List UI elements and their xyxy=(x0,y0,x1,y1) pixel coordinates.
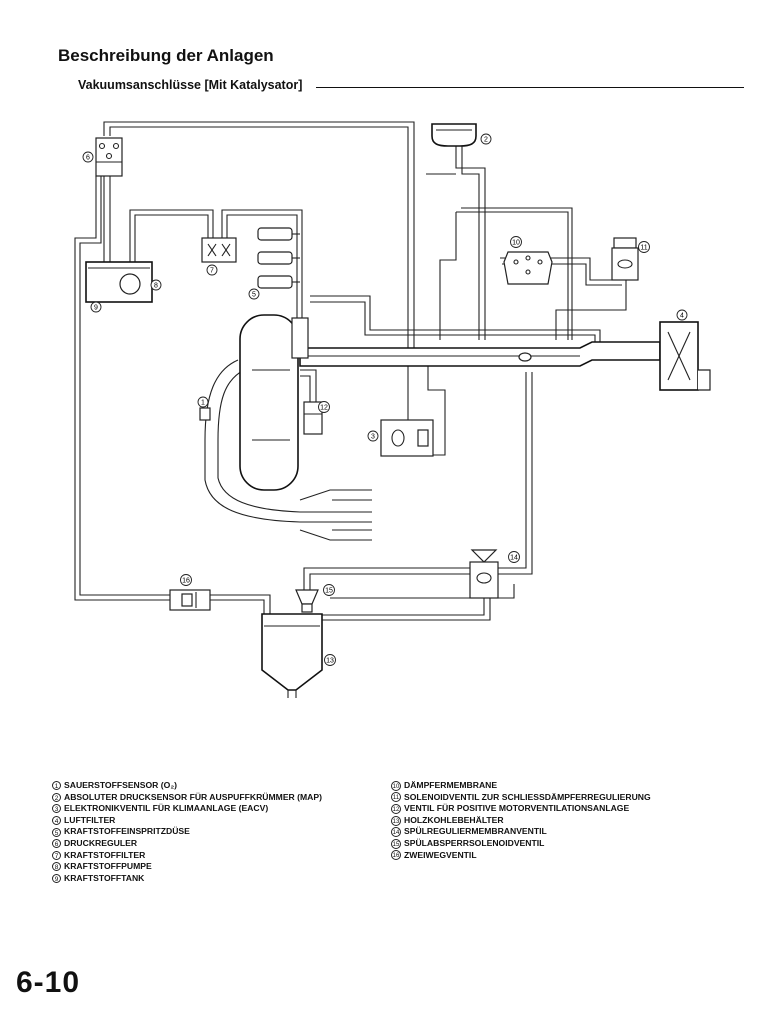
legend-text: ELEKTRONIKVENTIL FÜR KLIMAANLAGE (EACV) xyxy=(64,803,269,814)
legend-text: DÄMPFERMEMBRANE xyxy=(404,780,498,790)
legend-number: 4 xyxy=(52,816,61,826)
legend-number: 11 xyxy=(391,792,401,803)
engine-block xyxy=(239,314,299,491)
legend-number: 5 xyxy=(52,827,61,837)
legend-text: SPÜLABSPERRSOLENOIDVENTIL xyxy=(404,837,545,848)
legend-text: KRAFTSTOFFEINSPRITZDÜSE xyxy=(64,826,190,837)
legend-number: 6 xyxy=(52,839,61,849)
map-sensor xyxy=(431,123,477,147)
pressure-regulator xyxy=(95,137,123,177)
intake-duct xyxy=(299,321,711,391)
legend-number: 16 xyxy=(391,850,401,861)
legend-text: SPÜLREGULIERMEMBRANVENTIL xyxy=(404,826,547,837)
legend-number: 7 xyxy=(52,850,61,860)
callout-4: 4 xyxy=(680,313,684,320)
callout-16: 16 xyxy=(182,578,190,585)
callout-5: 5 xyxy=(252,292,256,299)
callout-6: 6 xyxy=(86,155,90,162)
callout-14: 14 xyxy=(510,555,518,562)
legend-text: HOLZKOHLEBEHÄLTER xyxy=(404,814,504,825)
legend-number: 10 xyxy=(391,780,401,791)
callout-labels: 1 2 3 4 5 6 7 8 9 10 11 12 13 14 15 16 xyxy=(82,133,688,666)
fuel-injectors xyxy=(257,227,309,359)
charcoal-canister xyxy=(261,613,323,698)
fuel-pump xyxy=(119,273,141,295)
callout-3: 3 xyxy=(371,434,375,441)
oxygen-sensor xyxy=(199,407,211,421)
legend-number: 14 xyxy=(391,827,401,838)
callout-12: 12 xyxy=(320,405,328,412)
legend-text: VENTIL FÜR POSITIVE MOTORVENTILATIONSANL… xyxy=(404,803,630,814)
callout-15: 15 xyxy=(325,588,333,595)
damper-diaphragm xyxy=(503,251,553,285)
page-title: Beschreibung der Anlagen xyxy=(58,46,274,65)
two-way-valve xyxy=(169,589,211,611)
callout-10: 10 xyxy=(512,240,520,247)
fuel-tank xyxy=(85,261,153,303)
callout-13: 13 xyxy=(326,658,334,665)
callout-2: 2 xyxy=(484,137,488,144)
section-header: Vakuumsanschlüsse [Mit Katalysator] xyxy=(78,78,744,98)
legend-number: 12 xyxy=(391,803,401,814)
vacuum-hose-diagram: 1 2 3 4 5 6 7 8 9 10 11 12 13 14 15 16 xyxy=(74,121,711,698)
throttle-valve xyxy=(518,352,532,362)
legend-number: 8 xyxy=(52,862,61,872)
legend-text: SAUERSTOFFSENSOR (O₂) xyxy=(64,780,177,790)
fuel-filter xyxy=(201,237,237,263)
legend-text: ZWEIWEGVENTIL xyxy=(404,849,477,860)
callout-9: 9 xyxy=(94,305,98,312)
legend-text: KRAFTSTOFFILTER xyxy=(64,849,146,860)
purge-diaphragm-valve xyxy=(469,549,499,599)
legend-text: KRAFTSTOFFTANK xyxy=(64,872,145,883)
callout-11: 11 xyxy=(640,245,647,252)
dashpot-solenoid xyxy=(611,237,639,281)
hose-lines xyxy=(74,121,627,625)
callout-7: 7 xyxy=(210,268,214,275)
legend-number: 15 xyxy=(391,838,401,849)
legend-text: LUFTFILTER xyxy=(64,814,116,825)
legend-number: 13 xyxy=(391,815,401,826)
purge-cutoff-solenoid xyxy=(295,589,319,613)
legend-text: ABSOLUTER DRUCKSENSOR FÜR AUSPUFFKRÜMMER… xyxy=(64,791,322,802)
page-number: 6-10 xyxy=(16,966,81,999)
legend-text: DRUCKREGULER xyxy=(64,837,138,848)
legend-number: 2 xyxy=(52,792,61,802)
legend-number: 3 xyxy=(52,804,61,814)
callout-8: 8 xyxy=(154,283,158,290)
legend-number: 9 xyxy=(52,874,61,884)
pcv-valve xyxy=(303,401,323,435)
legend-number: 1 xyxy=(52,781,61,791)
eacv-valve xyxy=(380,419,434,457)
section-subtitle: Vakuumsanschlüsse [Mit Katalysator] xyxy=(78,78,311,92)
legend-text: KRAFTSTOFFPUMPE xyxy=(64,861,152,872)
legend-text: SOLENOIDVENTIL ZUR SCHLIESSDÄMPFERREGULI… xyxy=(404,791,651,802)
callout-1: 1 xyxy=(201,400,205,407)
section-rule xyxy=(316,87,744,88)
